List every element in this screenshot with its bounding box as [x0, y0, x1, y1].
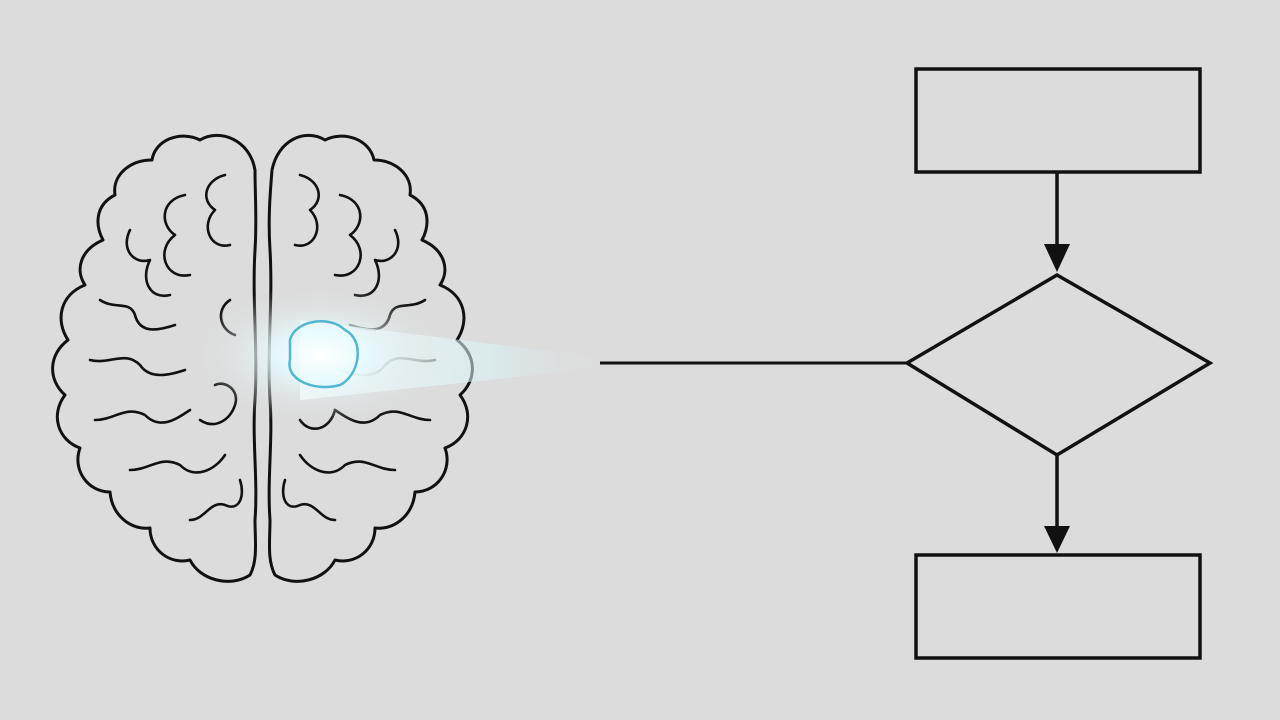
glow-core [190, 285, 450, 425]
brain-right-hemisphere [267, 134, 474, 583]
arrowhead-down-icon [1044, 526, 1070, 553]
brain-left-hemisphere [51, 134, 258, 583]
flowchart-bottom-process-box [914, 553, 1202, 660]
arrowhead-down-icon [1044, 244, 1070, 272]
glow-effect [190, 285, 620, 425]
flowchart-diagram [903, 67, 1214, 660]
glow-accent-outline [288, 320, 359, 389]
